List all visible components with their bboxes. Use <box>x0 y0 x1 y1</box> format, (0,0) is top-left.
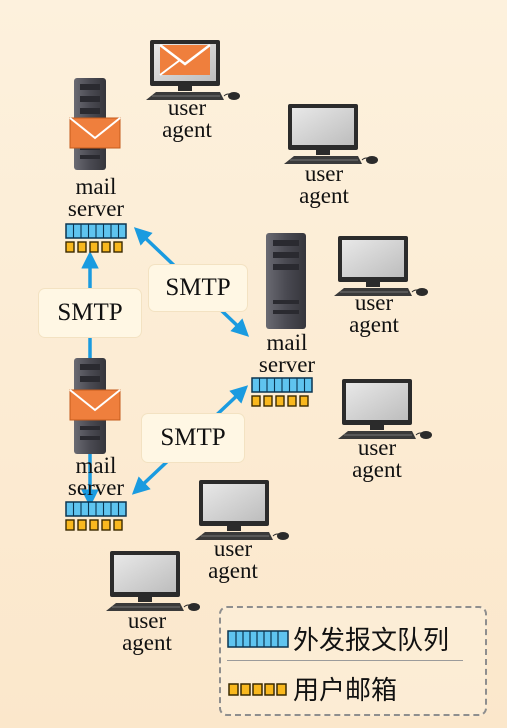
user-agent-line2: agent <box>352 457 402 482</box>
user-agent-computers <box>106 40 432 611</box>
monitor-icon <box>284 104 378 164</box>
server-label-bottom: mail server <box>54 453 138 500</box>
server-label-line1: mail <box>266 330 308 355</box>
keyboard-icon <box>146 92 224 100</box>
mailbox-icon <box>228 682 287 696</box>
keyboard-icon <box>334 288 412 296</box>
server-label-line2: server <box>67 475 125 500</box>
server-label-mid: mail server <box>245 330 329 377</box>
legend-separator <box>227 660 463 661</box>
user-agent-line1: user <box>357 435 397 460</box>
server-label-line2: server <box>258 352 316 377</box>
server-label-line2: server <box>67 196 125 221</box>
queue-icon <box>251 377 313 393</box>
user-agent-label-5: user agent <box>191 536 275 583</box>
queue-icon <box>65 223 127 239</box>
user-agent-line2: agent <box>299 183 349 208</box>
mouse-icon <box>183 603 200 611</box>
user-agent-line1: user <box>304 161 344 186</box>
monitor-icon <box>195 480 289 540</box>
envelope-icon-top <box>69 117 121 149</box>
mouse-icon <box>272 532 289 540</box>
server-label-line1: mail <box>75 174 117 199</box>
user-agent-line1: user <box>167 95 207 120</box>
smtp-label-top-bottom: SMTP <box>39 289 141 337</box>
legend-row-mailbox: 用户邮箱 <box>227 670 397 707</box>
legend-row-queue: 外发报文队列 <box>227 620 449 657</box>
monitor-icon <box>334 236 428 296</box>
mouse-icon <box>415 431 432 439</box>
server-label-top: mail server <box>54 174 138 221</box>
mouse-icon <box>361 156 378 164</box>
queue-icon <box>65 501 127 517</box>
mouse-icon <box>223 92 240 100</box>
keyboard-icon <box>338 431 416 439</box>
mouse-icon <box>411 288 428 296</box>
keyboard-icon <box>106 603 184 611</box>
user-agent-line2: agent <box>349 312 399 337</box>
user-agent-line2: agent <box>162 117 212 142</box>
server-label-line1: mail <box>75 453 117 478</box>
legend-queue-label: 外发报文队列 <box>293 626 450 656</box>
monitor-icon <box>338 379 432 439</box>
user-agent-label-4: user agent <box>335 435 419 482</box>
monitor-icon <box>106 551 200 611</box>
server-queues <box>65 223 313 531</box>
legend-mailbox-label: 用户邮箱 <box>293 676 398 706</box>
user-agent-line2: agent <box>122 630 172 655</box>
server-icon-mid <box>266 233 306 329</box>
user-agent-line2: agent <box>208 558 258 583</box>
mailbox-icon <box>251 395 309 407</box>
user-agent-label-3: user agent <box>332 290 416 337</box>
user-agent-line1: user <box>127 608 167 633</box>
smtp-label-bottom-mid: SMTP <box>142 414 244 462</box>
envelope-icon-user-agent <box>159 44 211 76</box>
keyboard-icon <box>284 156 362 164</box>
user-agent-label-1: user agent <box>145 95 229 142</box>
mailbox-icon <box>65 519 123 531</box>
envelope-icon-bottom <box>69 389 121 421</box>
user-agent-line1: user <box>354 290 394 315</box>
mailbox-icon <box>65 241 123 253</box>
keyboard-icon <box>195 532 273 540</box>
user-agent-line1: user <box>213 536 253 561</box>
queue-icon <box>227 629 289 648</box>
legend: 外发报文队列 用户邮箱 <box>219 606 487 716</box>
user-agent-label-6: user agent <box>105 608 189 655</box>
user-agent-label-2: user agent <box>282 161 366 208</box>
smtp-label-top-mid: SMTP <box>149 265 247 311</box>
